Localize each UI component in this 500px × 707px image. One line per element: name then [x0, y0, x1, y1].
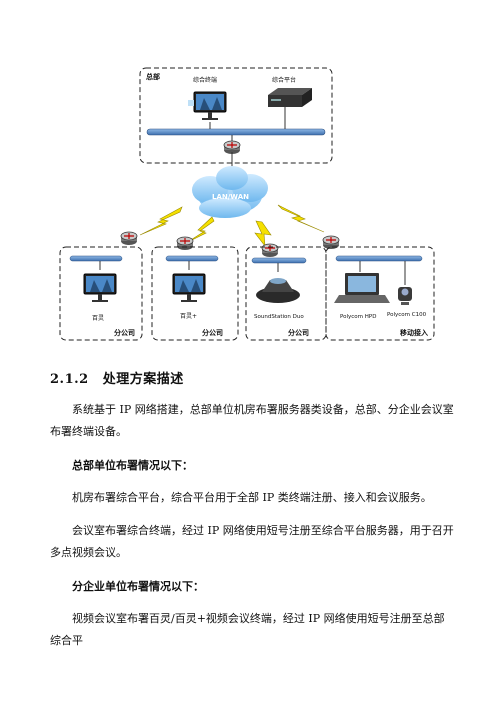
conference-phone-icon	[256, 278, 300, 303]
wireless-link-icons	[139, 204, 325, 247]
branch-device-label-4: Polycom HPD	[340, 314, 376, 320]
branch-box-3	[245, 246, 327, 341]
branch-box-1	[59, 246, 143, 341]
hq-platform-label: 综合平台	[272, 76, 296, 84]
router-icon	[261, 243, 279, 258]
branch-device-label-4b: Polycom C100	[387, 312, 427, 318]
section-number: 2.1.2	[50, 372, 89, 387]
paragraph: 系统基于 IP 网络搭建，总部单位机房布署服务器类设备，总部、分企业会议室布署终…	[50, 403, 454, 438]
branch-device-label-1: 百灵	[92, 315, 104, 322]
branch-device-label-2: 百灵+	[180, 313, 197, 320]
branch-box-4	[325, 246, 435, 341]
branch-box-label-4: 移动接入	[400, 328, 428, 337]
terminal-icon	[83, 273, 117, 303]
subheading: 总部单位布署情况以下：	[72, 459, 193, 472]
camera-icon	[398, 287, 412, 305]
branch-box-label-1: 分公司	[114, 328, 135, 337]
cloud-label: LAN/WAN	[212, 193, 249, 201]
hq-box	[139, 67, 333, 164]
paragraph: 机房布署综合平台，综合平台用于全部 IP 类终端注册、接入和会议服务。	[72, 491, 432, 504]
paragraph: 视频会议室布署百灵/百灵+视频会议终端，经过 IP 网络使用短号注册至总部综合平	[50, 612, 445, 647]
server-icon	[268, 88, 312, 107]
cloud-icon	[192, 166, 268, 218]
terminal-icon	[172, 273, 206, 303]
router-icon	[120, 231, 138, 246]
router-icon	[176, 236, 194, 251]
subheading: 分企业单位布署情况以下：	[72, 580, 204, 593]
branch-box-label-3: 分公司	[288, 328, 309, 337]
hq-label: 总部	[146, 72, 160, 81]
branch-device-label-3: SoundStation Duo	[254, 314, 304, 320]
network-diagram: 总部 综合终端 综合平台 LAN/WAN	[59, 67, 435, 341]
section-heading: 2.1.2 处理方案描述	[50, 368, 184, 387]
hq-bus	[146, 128, 326, 136]
hq-terminal-icon	[188, 91, 227, 121]
paragraph: 会议室布署综合终端，经过 IP 网络使用短号注册至综合平台服务器，用于召开多点视…	[50, 524, 454, 559]
branch-box-label-2: 分公司	[202, 328, 223, 337]
section-title: 处理方案描述	[102, 372, 184, 387]
hq-terminal-label: 综合终端	[193, 76, 217, 84]
branch-box-2	[151, 246, 239, 341]
laptop-icon	[334, 273, 390, 303]
